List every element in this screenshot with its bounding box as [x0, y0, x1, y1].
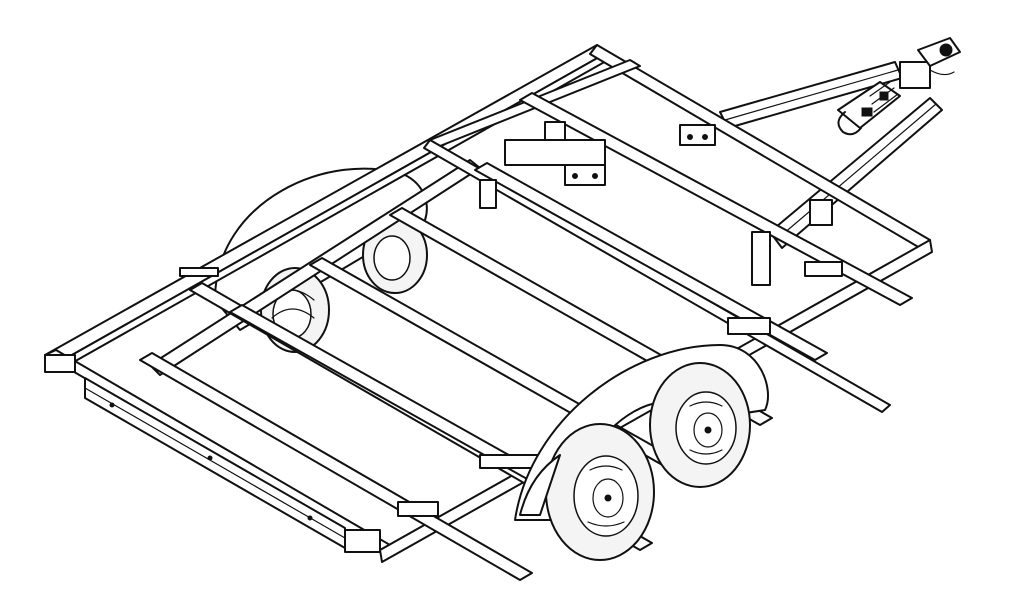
stake-pockets — [44, 261, 843, 553]
near-wheels — [514, 344, 769, 561]
center-bracket — [504, 121, 716, 186]
main-frame — [44, 44, 933, 563]
gussets — [479, 179, 833, 286]
hitch-coupler — [837, 37, 961, 136]
